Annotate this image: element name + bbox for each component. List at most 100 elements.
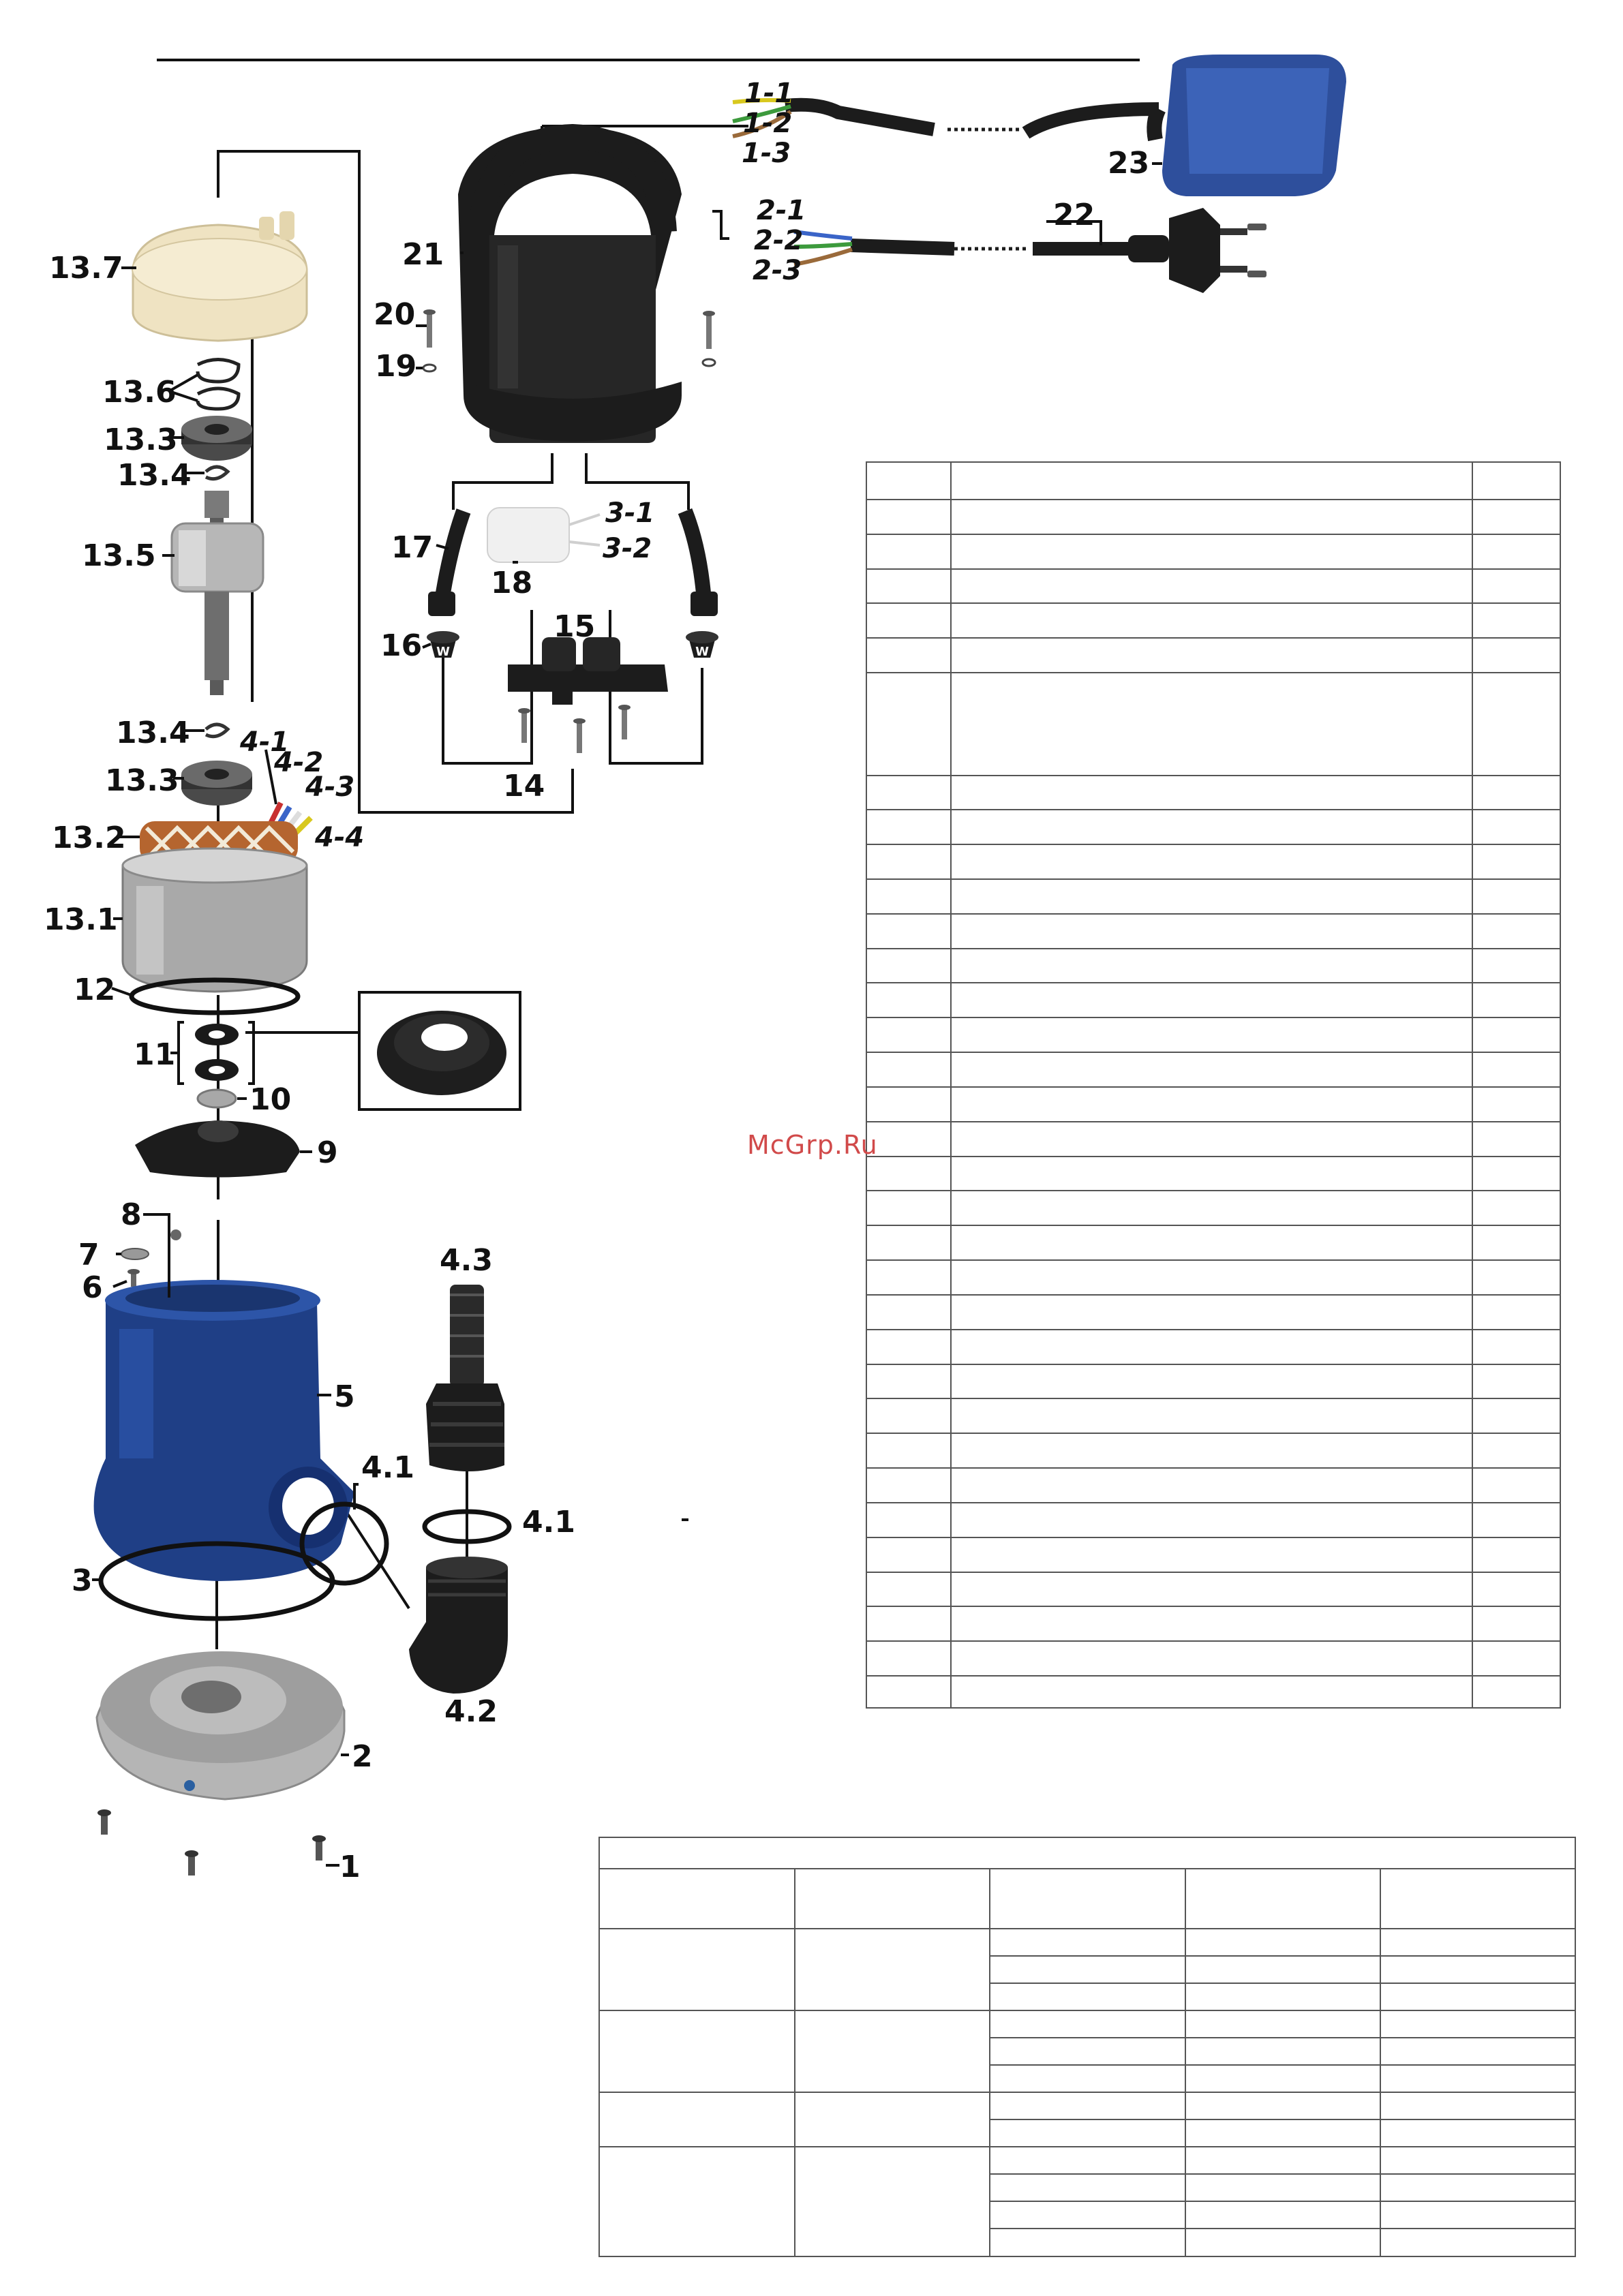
label-13-1: 13.1 bbox=[44, 902, 118, 937]
table-row bbox=[598, 2092, 1577, 2147]
table-row bbox=[866, 637, 1561, 674]
table-row bbox=[866, 568, 1561, 604]
screw-6 bbox=[127, 1269, 140, 1287]
impeller-9 bbox=[135, 1120, 300, 1178]
label-5: 5 bbox=[334, 1379, 355, 1414]
table-row bbox=[866, 602, 1561, 639]
table-row bbox=[866, 1052, 1561, 1088]
label-13-4-bottom: 13.4 bbox=[116, 716, 190, 750]
label-4-1-housing: 4.1 bbox=[361, 1450, 414, 1485]
label-14: 14 bbox=[503, 769, 545, 803]
table-row bbox=[866, 1363, 1561, 1400]
svg-text:W: W bbox=[695, 645, 709, 659]
table-row bbox=[866, 1433, 1561, 1469]
table-row bbox=[599, 2173, 1577, 2202]
grommets-16: W W bbox=[427, 631, 718, 659]
label-1-1: 1-1 bbox=[744, 78, 793, 109]
table-row bbox=[866, 1328, 1561, 1365]
table-row bbox=[866, 672, 1561, 776]
label-3-1: 3-1 bbox=[605, 498, 654, 529]
label-4-3-wire: 4-3 bbox=[305, 771, 354, 803]
o-ring-4-1-housing bbox=[299, 1501, 389, 1586]
label-13-3-top: 13.3 bbox=[104, 423, 178, 457]
label-2-1: 2-1 bbox=[757, 195, 806, 226]
label-4-1-wire: 4-1 bbox=[239, 726, 289, 758]
label-13-6: 13.6 bbox=[102, 375, 177, 410]
label-1-2: 1-2 bbox=[743, 108, 792, 139]
part-labels: 1-1 1-2 1-3 2-1 2-2 2-3 3-1 3-2 4-1 4-2 … bbox=[44, 78, 1149, 1884]
label-22: 22 bbox=[1053, 198, 1095, 232]
nut-8 bbox=[170, 1229, 181, 1240]
table-row bbox=[866, 809, 1561, 846]
label-13-3-bottom: 13.3 bbox=[105, 763, 179, 798]
label-1: 1 bbox=[339, 1850, 361, 1884]
pump-base-2 bbox=[95, 1651, 346, 1801]
table-row bbox=[866, 1259, 1561, 1296]
label-13-7: 13.7 bbox=[49, 251, 123, 286]
label-4-4-wire: 4-4 bbox=[314, 822, 364, 853]
capacitor-18 bbox=[487, 507, 601, 563]
table-row bbox=[866, 1120, 1561, 1157]
table-row bbox=[598, 2146, 1577, 2257]
parts-list-table bbox=[866, 461, 1561, 1709]
label-1-3: 1-3 bbox=[742, 138, 791, 169]
table-row bbox=[599, 1955, 1577, 1984]
label-18: 18 bbox=[491, 566, 532, 600]
clips-13-6 bbox=[196, 358, 241, 411]
table-row bbox=[598, 1868, 1577, 1929]
table-row bbox=[866, 533, 1561, 570]
label-4-1-outlet: 4.1 bbox=[522, 1505, 575, 1540]
label-3-2: 3-2 bbox=[603, 533, 652, 564]
table-row bbox=[866, 1086, 1561, 1122]
rotor-shaft-13-5 bbox=[170, 491, 264, 695]
table-row bbox=[866, 1294, 1561, 1330]
table-row bbox=[599, 2228, 1577, 2257]
svg-text:W: W bbox=[436, 645, 450, 659]
table-row bbox=[598, 2010, 1577, 2093]
label-2-2: 2-2 bbox=[754, 225, 803, 256]
top-cover-21 bbox=[458, 123, 682, 443]
shaft-seals-11 bbox=[195, 1024, 239, 1081]
seal-detail-box bbox=[358, 991, 521, 1111]
table-row bbox=[598, 1928, 1577, 2011]
label-6: 6 bbox=[82, 1270, 103, 1305]
float-cable-1 bbox=[732, 97, 1159, 139]
label-17: 17 bbox=[391, 530, 433, 565]
table-row bbox=[866, 1398, 1561, 1435]
circlip-13-4-bottom bbox=[204, 722, 230, 739]
table-row bbox=[866, 1017, 1561, 1054]
label-4-2: 4.2 bbox=[444, 1694, 498, 1729]
table-row bbox=[866, 1190, 1561, 1227]
table-row bbox=[866, 1606, 1561, 1642]
o-ring-12 bbox=[129, 977, 301, 1015]
label-11: 11 bbox=[134, 1037, 175, 1072]
washer-7 bbox=[121, 1248, 149, 1260]
table-row bbox=[599, 1983, 1577, 2011]
label-2-3: 2-3 bbox=[753, 255, 802, 286]
bearing-13-3-bottom bbox=[181, 761, 252, 806]
table-row bbox=[866, 982, 1561, 1019]
table-row bbox=[866, 878, 1561, 915]
table-row bbox=[866, 1640, 1561, 1677]
stator-housing-13-1 bbox=[121, 847, 308, 993]
label-21: 21 bbox=[402, 237, 444, 272]
label-leaders bbox=[92, 162, 1162, 1867]
specification-table bbox=[598, 1837, 1577, 2257]
label-4-2-wire: 4-2 bbox=[273, 747, 323, 778]
washers-19 bbox=[422, 358, 716, 373]
table-row bbox=[866, 1155, 1561, 1192]
table-row bbox=[599, 2064, 1577, 2093]
label-19: 19 bbox=[375, 349, 416, 384]
label-13-5: 13.5 bbox=[82, 538, 156, 573]
power-cable-2 bbox=[793, 230, 1132, 266]
table-row bbox=[866, 1467, 1561, 1503]
washer-10 bbox=[196, 1088, 237, 1109]
hose-connector-4-3 bbox=[426, 1285, 504, 1471]
label-4-3: 4.3 bbox=[440, 1243, 493, 1278]
table-row bbox=[866, 498, 1561, 535]
elbow-4-2 bbox=[409, 1557, 508, 1694]
label-7: 7 bbox=[78, 1238, 100, 1272]
cable-sleeves-17 bbox=[428, 508, 718, 616]
label-16: 16 bbox=[380, 628, 422, 663]
o-ring-4-1-outlet bbox=[422, 1509, 512, 1544]
